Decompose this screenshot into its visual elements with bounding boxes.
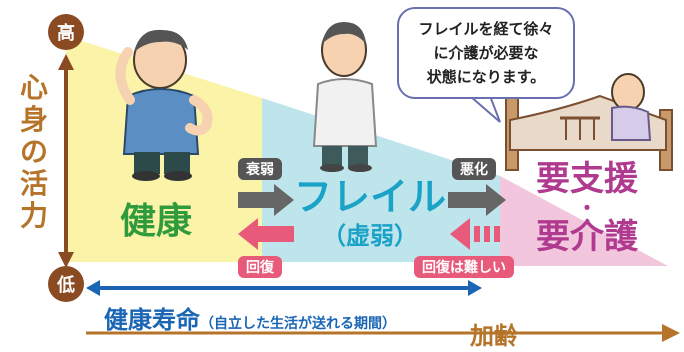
decline-arrow [238,184,294,216]
vitality-char: の [19,135,48,168]
vitality-char: 活 [19,167,48,200]
healthy-man-illustration [115,29,213,181]
high-marker: 高 [48,14,84,50]
bedridden-man-illustration [505,73,673,171]
bubble-tail [467,95,501,123]
aging-label: 加齢 [470,322,518,350]
frail-man-illustration [312,22,378,172]
worsen-tag: 悪化 [452,158,496,180]
frailty-stage-label: フレイル [293,175,446,219]
vitality-char: 力 [19,199,48,232]
healthy-lifespan-arrow [86,280,482,296]
healthy-stage-label: 健康 [120,201,193,242]
decline-tag: 衰弱 [238,158,282,180]
worsen-arrow [448,184,506,216]
care-zone [500,176,668,266]
recover-arrow [238,218,294,250]
vitality-axis-label: 心 身 の 活 力 [16,72,52,232]
recover-hard-tag: 回復は難しい [414,256,514,278]
frailty-stage-sublabel: （虚弱） [322,222,418,250]
healthy-lifespan-label: 健康寿命（自立した生活が送れる期間） [104,300,396,335]
care-line1: 要支援 [536,159,638,199]
recover-tag: 回復 [238,256,282,278]
speech-bubble: フレイルを経て徐々 に介護が必要な 状態になります。 [397,7,575,99]
bubble-line: に介護が必要な [433,44,539,62]
recover-hard-arrow [450,218,500,250]
aging-arrow [86,324,680,342]
vitality-axis-arrow [58,54,74,268]
bubble-line: 状態になります。 [426,68,546,86]
care-line2: 要介護 [536,217,638,257]
bubble-line: フレイルを経て徐々 [418,20,554,38]
vitality-char: 心 [19,71,48,104]
healthy-lifespan-title: 健康寿命 [104,306,200,334]
vitality-char: 身 [19,103,48,136]
care-dot: ・ [577,196,597,220]
low-marker: 低 [48,266,84,302]
healthy-lifespan-note: （自立した生活が送れる期間） [200,316,396,332]
care-stage-label: 要支援 ・ 要介護 [532,160,642,256]
